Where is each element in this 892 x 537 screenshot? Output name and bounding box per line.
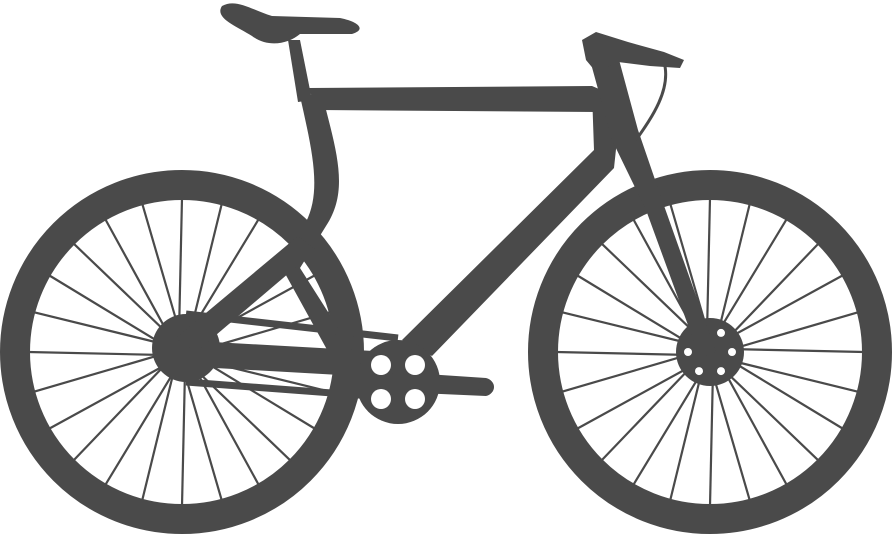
seat-stay [176,236,316,352]
bottom-bracket [388,372,408,392]
rotor-hole [728,348,736,356]
spoke [181,365,223,502]
saddle [220,3,360,44]
spoke [560,351,697,393]
seat-tube [282,94,356,366]
spoke [719,274,844,344]
top-tube [308,86,606,112]
spoke [555,350,697,357]
seatpost [288,40,312,102]
chainring-cutouts [371,355,425,409]
bicycle-frame [176,3,716,402]
spoke [723,311,860,353]
spoke [708,365,715,507]
front-spokes [555,197,865,507]
handlebar [582,32,684,72]
head-tube-and-fork [590,56,716,358]
spoke [576,360,701,430]
rotor-hole [717,328,725,337]
spoke [48,274,170,349]
front-tire [528,170,892,534]
spoke [600,358,699,462]
spoke [715,202,751,340]
spoke [141,202,183,339]
spoke [600,242,704,341]
spoke [104,364,179,486]
spoke [722,355,844,430]
spoke [27,350,169,357]
chainring [356,340,440,424]
rotor-hole [717,367,725,376]
spoke [32,311,170,347]
spoke [188,363,292,462]
spoke [632,364,707,486]
rotor-hole [684,348,692,356]
spoke [718,361,788,486]
spoke [180,365,187,507]
rotor-hole [695,367,703,376]
spoke [721,242,820,346]
spoke [141,364,177,502]
spoke [72,358,171,462]
chainring-window [405,355,425,375]
down-tube [402,92,620,356]
pedal [478,379,494,395]
chainring-window [371,389,391,409]
chainring-window [371,355,391,375]
spoke [705,197,712,339]
spoke [709,365,751,502]
chainring-window [405,389,425,409]
spoke [560,311,698,347]
spoke [104,218,174,343]
spoke [723,347,865,354]
spoke [722,357,860,393]
chain-stay [178,340,394,378]
spoke [48,360,173,430]
brake-cable [634,61,668,141]
spoke [72,242,176,341]
spoke [576,274,698,349]
spoke [716,363,820,462]
spoke [713,218,788,340]
spoke [669,364,705,502]
spoke [32,351,169,393]
spoke [194,355,316,430]
